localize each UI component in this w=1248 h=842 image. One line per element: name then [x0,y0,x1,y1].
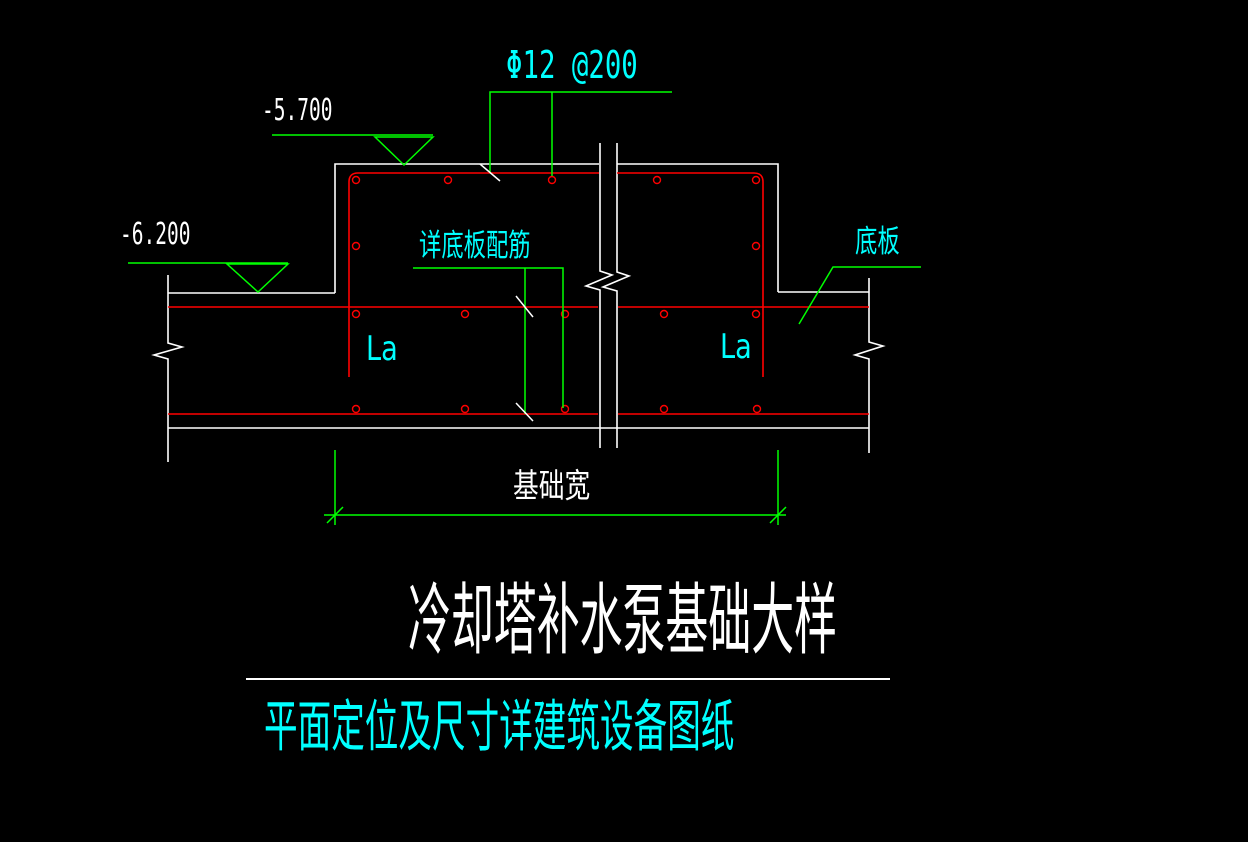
leader-tick-marks [479,163,534,422]
center-break-line-left [583,143,615,448]
drawing-subtitle: 平面定位及尺寸详建筑设备图纸 [264,695,735,760]
foundation-width-label: 基础宽 [513,466,591,505]
slab-reinforcement-note: 详底板配筋 [419,228,531,264]
elevation-markers [128,134,435,294]
anchorage-length-label-left: La [366,329,398,369]
tick-slab-top-rebar [515,295,534,318]
right-break-line [852,278,886,453]
title-underline [246,678,890,680]
anchorage-length-label-right: La [720,327,752,367]
slab-note-leader [413,267,564,414]
tick-slab-bottom-rebar [515,402,534,422]
concrete-outline [168,163,869,429]
pedestal-rebar-right [617,172,764,377]
rebar-spacing-leader [489,91,672,176]
top-elevation-label: -5.700 [262,93,333,128]
left-break-line [151,275,185,462]
elevation-triangle-bottom [225,263,290,294]
leader-lines [413,91,921,414]
elevation-triangle-top [373,136,435,167]
break-lines [151,143,886,462]
dim-tick-left [326,506,344,524]
drawing-title: 冷却塔补水泵基础大样 [408,576,838,666]
dim-tick-right [769,506,787,524]
slab-label-leader [798,266,921,325]
rebar-section-dots [351,175,762,414]
pedestal-outline-left [334,163,599,293]
pedestal-rebar-left [348,172,599,377]
slab-label: 底板 [855,224,900,260]
width-dimension [324,450,787,525]
tick-pedestal-top-rebar [479,163,501,182]
pedestal-outline-right [617,163,779,292]
center-break-line-right [600,143,632,448]
bottom-elevation-label: -6.200 [120,217,191,252]
rebar-spacing-label: Φ12 @200 [506,43,638,87]
